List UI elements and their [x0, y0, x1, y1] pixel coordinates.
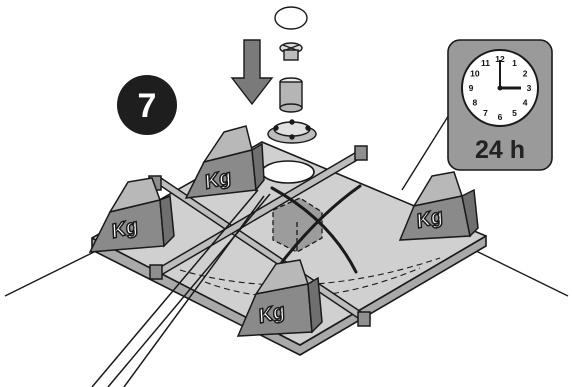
clock-numeral: 7 — [483, 108, 488, 118]
weight-left: Kg — [88, 177, 175, 253]
clock-numeral: 6 — [498, 112, 503, 122]
clock-numeral: 10 — [470, 69, 480, 79]
callout-line — [401, 109, 453, 191]
clock-numeral: 1 — [512, 58, 517, 68]
clock-numeral: 2 — [523, 69, 528, 79]
step-badge: 7 — [117, 75, 177, 135]
prohibited-cross — [270, 184, 362, 274]
cap-part — [274, 6, 308, 30]
clock-numeral: 8 — [473, 98, 478, 108]
down-arrow-icon — [230, 39, 274, 106]
weight-right: Kg — [398, 171, 479, 241]
ground-lines — [4, 247, 569, 297]
center-mount — [267, 119, 317, 144]
weight-front: Kg — [236, 259, 323, 337]
clock-numeral: 3 — [527, 83, 532, 93]
clock-numeral: 9 — [469, 83, 474, 93]
clock-numeral: 5 — [512, 108, 517, 118]
pole-support — [272, 197, 323, 253]
step-number: 7 — [138, 87, 157, 125]
clock-numeral: 11 — [481, 58, 490, 68]
clock-numeral: 4 — [523, 98, 528, 108]
sleeve-part — [279, 77, 303, 113]
weight-label: Kg — [109, 215, 140, 243]
pole — [91, 189, 271, 387]
parts-stack — [274, 6, 308, 113]
collar-part — [279, 42, 303, 61]
weight-back-left: Kg — [184, 125, 265, 199]
duration-label: 24 h — [475, 136, 525, 164]
clock-numeral: 12 — [495, 54, 505, 64]
